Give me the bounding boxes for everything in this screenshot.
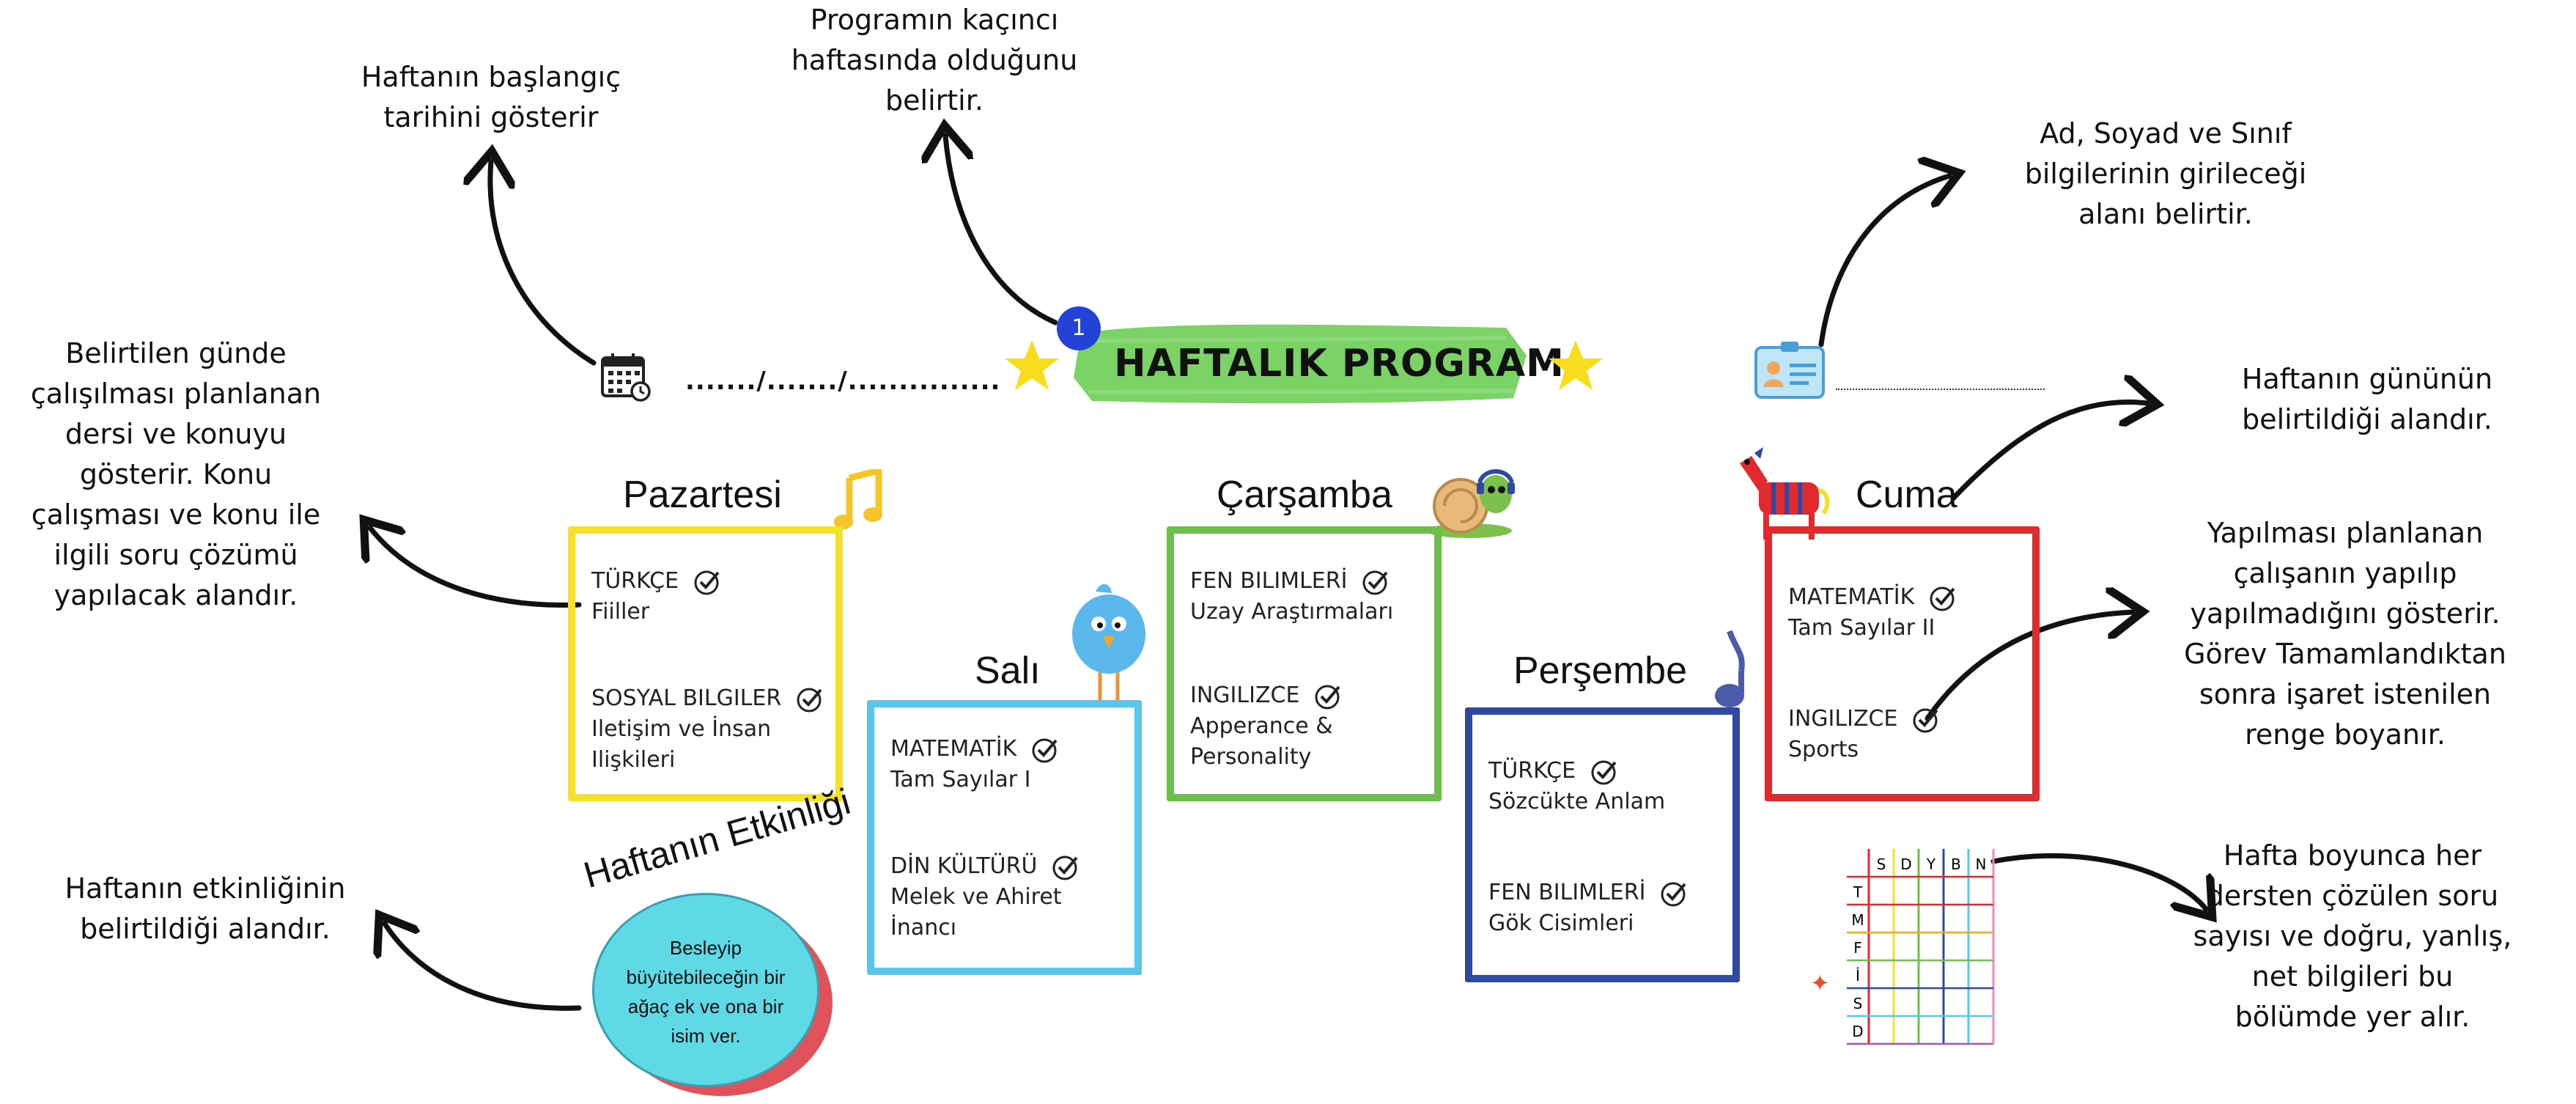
subject-item: INGILIZCE Apperance & Personality xyxy=(1190,680,1342,773)
id-card-icon xyxy=(1754,342,1825,399)
grid-header-label: D xyxy=(1900,855,1911,873)
grid-header-label: N xyxy=(1976,855,1987,873)
date-field[interactable]: ......./......./............... xyxy=(685,367,1001,396)
grid-header-label: S xyxy=(1877,855,1886,873)
day-name-sali: Salı xyxy=(975,649,1041,692)
subject-item: MATEMATİK Tam Sayılar I xyxy=(890,734,1059,795)
sparkle-icon: ✦ xyxy=(1810,969,1830,997)
grid-header-label: B xyxy=(1951,855,1961,873)
check-icon[interactable] xyxy=(1660,880,1688,908)
arrow-week-number xyxy=(945,136,1058,325)
arrow-task-check xyxy=(1924,612,2133,721)
note-day-name: Haftanın gününün belirtildiği alandır. xyxy=(2241,363,2493,435)
day-name-pazartesi: Pazartesi xyxy=(623,474,782,516)
check-icon[interactable] xyxy=(1052,853,1080,881)
arrow-question-table xyxy=(1990,853,2206,909)
grid-header-label: Y xyxy=(1926,855,1936,873)
check-icon[interactable] xyxy=(1314,682,1342,710)
grid-row-label: M xyxy=(1851,911,1864,929)
snail-icon xyxy=(1427,469,1515,538)
check-icon[interactable] xyxy=(693,568,721,596)
activity-circle: Besleyip büyütebileceğin bir ağaç ek ve … xyxy=(592,893,819,1087)
activity-text: Besleyip büyütebileceğin bir ağaç ek ve … xyxy=(626,937,786,1047)
title-banner xyxy=(1074,324,1527,404)
note-daily-subject: Belirtilen günde çalışılması planlanan d… xyxy=(30,337,322,611)
music-note-icon xyxy=(834,469,882,529)
note-activity: Haftanın etkinliğinin belirtildiği aland… xyxy=(64,872,346,945)
subject-item: FEN BILIMLERİ Uzay Araştırmaları xyxy=(1190,568,1394,625)
subject-item: TÜRKÇE Sözcükte Anlam xyxy=(1488,758,1666,814)
day-name-carsamba: Çarşamba xyxy=(1217,474,1392,516)
page-title: HAFTALIK PROGRAM xyxy=(1114,342,1565,386)
arrow-start-date xyxy=(490,161,597,366)
grid-row-label: F xyxy=(1853,939,1862,957)
day-box-cuma: MATEMATİK Tam Sayılar II INGILIZCE Sport… xyxy=(1765,526,2040,801)
subject-item: DİN KÜLTÜRÜ Melek ve Ahiret İnancı xyxy=(890,851,1080,943)
check-icon[interactable] xyxy=(1929,584,1957,612)
day-box-persembe: TÜRKÇE Sözcükte Anlam FEN BILIMLERİ Gök … xyxy=(1465,707,1740,982)
check-icon[interactable] xyxy=(1912,706,1940,734)
day-box-pazartesi: TÜRKÇE Fiiller SOSYAL BILGILER Iletişim … xyxy=(568,526,843,801)
note-task-check: Yapılması planlanan çalışanın yapılıp ya… xyxy=(2184,517,2506,751)
subject-item: MATEMATİK Tam Sayılar II xyxy=(1788,582,1957,644)
subject-item: FEN BILIMLERİ Gök Cisimleri xyxy=(1488,877,1688,939)
week-number-badge[interactable]: 1 xyxy=(1057,306,1101,350)
star-icon xyxy=(1549,340,1603,390)
day-box-sali: MATEMATİK Tam Sayılar I DİN KÜLTÜRÜ Mele… xyxy=(867,700,1142,975)
arrow-daily-subject xyxy=(370,528,582,608)
subject-item: SOSYAL BILGILER Iletişim ve İnsan Ilişki… xyxy=(591,683,824,776)
note-icon xyxy=(1715,630,1745,707)
grid-row-label: S xyxy=(1853,995,1863,1012)
note-name-info: Ad, Soyad ve Sınıf bilgilerinin girilece… xyxy=(2024,117,2307,230)
grid-row-label: İ xyxy=(1856,967,1860,985)
star-icon xyxy=(1005,340,1059,390)
subject-item: INGILIZCE Sports xyxy=(1788,704,1940,765)
note-question-table: Hafta boyunca her dersten çözülen soru s… xyxy=(2193,839,2512,1033)
arrow-name-info xyxy=(1818,176,1949,347)
check-icon[interactable] xyxy=(1362,568,1390,596)
day-name-persembe: Perşembe xyxy=(1513,649,1687,692)
check-icon[interactable] xyxy=(1031,736,1059,764)
grid-row-label: D xyxy=(1852,1023,1863,1040)
note-week-number: Programın kaçıncı haftasında olduğunu be… xyxy=(791,4,1078,117)
arrow-activity xyxy=(385,924,582,1011)
day-name-cuma: Cuma xyxy=(1856,474,1957,516)
check-icon[interactable] xyxy=(1590,758,1618,786)
check-icon[interactable] xyxy=(796,685,824,713)
day-box-carsamba: FEN BILIMLERİ Uzay Araştırmaları INGILIZ… xyxy=(1167,526,1442,801)
bird-icon xyxy=(1072,584,1145,704)
grid-row-label: T xyxy=(1853,883,1863,901)
calendar-icon xyxy=(601,353,651,402)
note-start-date: Haftanın başlangıç tarihini gösterir xyxy=(361,61,621,133)
subject-item: TÜRKÇE Fiiller xyxy=(591,566,721,628)
name-field[interactable] xyxy=(1836,387,2045,390)
arrow-day-name xyxy=(1950,402,2147,501)
